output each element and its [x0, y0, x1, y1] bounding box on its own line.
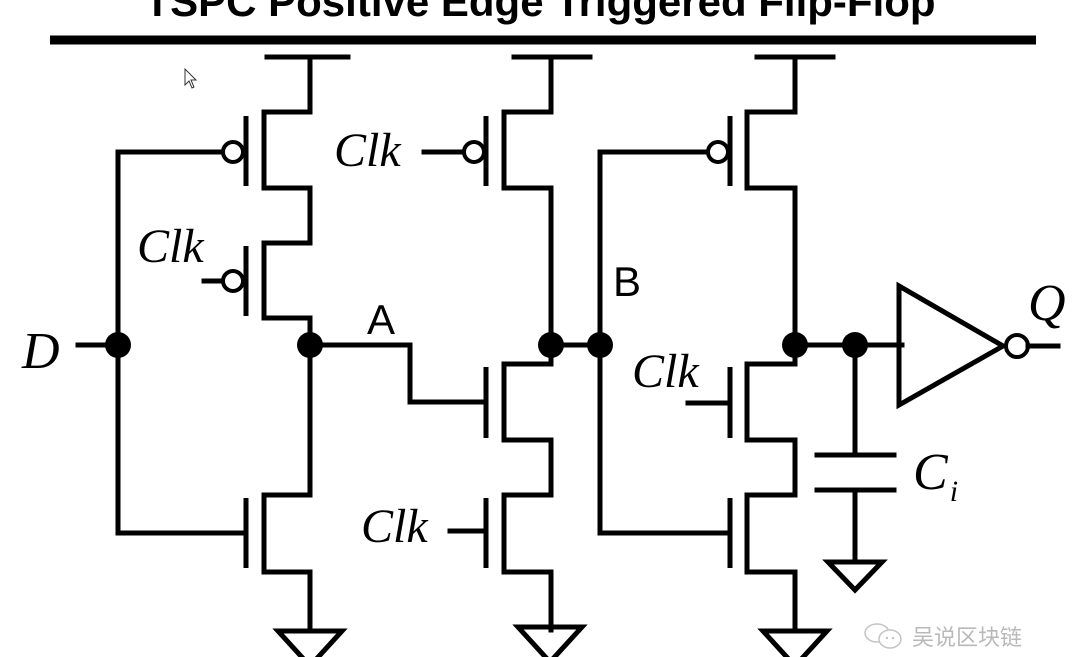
- capacitor-ci: [814, 342, 897, 594]
- label-clk-stage2-nmos: Clk: [361, 500, 429, 553]
- label-clk-stage1: Clk: [137, 220, 205, 273]
- node-a-wire: [307, 342, 487, 405]
- pmos-clk-stage2: [421, 54, 554, 348]
- label-ci-sub: i: [950, 475, 958, 508]
- label-b: B: [613, 258, 641, 305]
- label-a: A: [367, 296, 395, 343]
- pmos-b-stage3: [597, 54, 798, 348]
- label-ci: Ci: [913, 444, 958, 508]
- inverter-icon: [896, 281, 1061, 410]
- nmos-clk-stage2: [447, 498, 489, 568]
- wechat-icon: [864, 623, 902, 649]
- diagram-title: TSPC Positive Edge Triggered Flip-Flop: [144, 0, 936, 25]
- ground-icon: [512, 624, 588, 657]
- mouse-pointer-icon: [184, 67, 198, 95]
- nmos-b-stage3: [597, 342, 733, 568]
- output-stage: [792, 281, 1061, 594]
- watermark-text: 吴说区块链: [912, 626, 1023, 651]
- nmos-a-stage2: [483, 342, 554, 633]
- ground-icon: [757, 628, 833, 657]
- label-q: Q: [1028, 275, 1066, 332]
- pmos-d-stage1: [115, 54, 313, 348]
- stage-1: [75, 54, 351, 657]
- ground-icon: [822, 559, 888, 594]
- label-clk-stage3: Clk: [632, 345, 700, 398]
- label-ci-main: C: [913, 444, 949, 501]
- stage-3: [597, 54, 836, 657]
- stage-2: [421, 54, 613, 657]
- nmos-d-stage1: [115, 342, 313, 633]
- pmos-clk-stage1: [201, 239, 313, 348]
- nmos-clk-stage3: [685, 342, 798, 633]
- ground-icon: [272, 628, 348, 657]
- label-clk-stage2-pmos: Clk: [334, 124, 402, 177]
- label-d: D: [21, 323, 60, 380]
- watermark: 吴说区块链: [862, 620, 1022, 652]
